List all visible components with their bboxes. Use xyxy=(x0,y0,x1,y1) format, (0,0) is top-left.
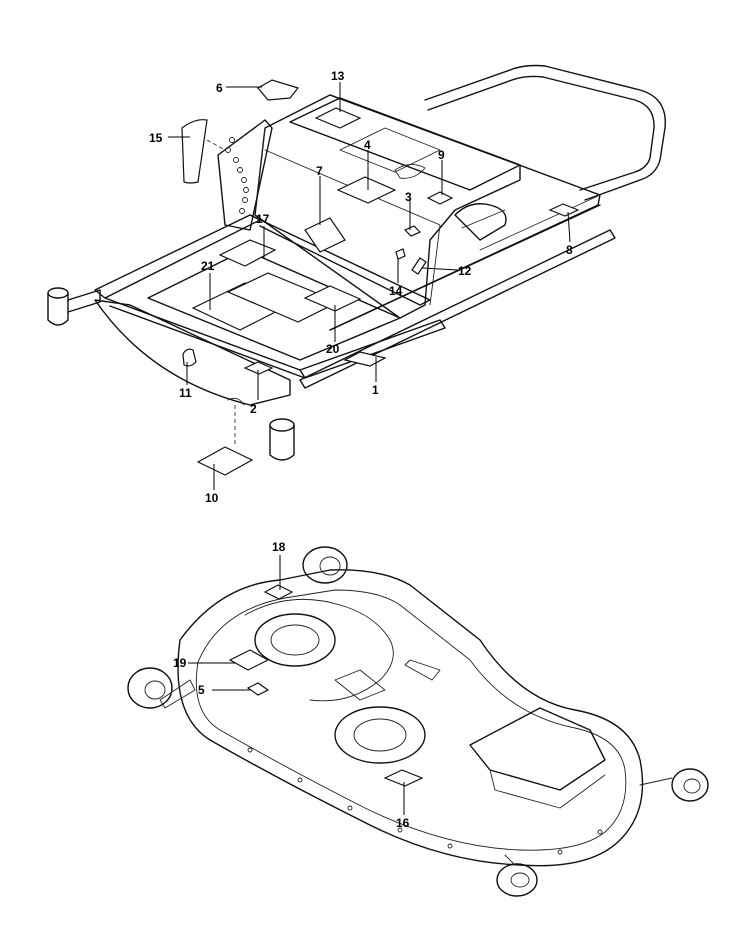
callout-6: 6 xyxy=(216,81,223,95)
callout-13: 13 xyxy=(331,69,345,83)
mower-deck xyxy=(127,546,709,897)
callout-5: 5 xyxy=(198,683,205,697)
callout-18: 18 xyxy=(272,540,286,554)
callout-1: 1 xyxy=(372,383,379,397)
callout-labels: 1 2 3 4 5 6 7 8 9 10 11 12 13 14 15 16 1… xyxy=(149,69,573,830)
callout-20: 20 xyxy=(326,342,340,356)
callout-10: 10 xyxy=(205,491,219,505)
callout-19: 19 xyxy=(173,656,187,670)
callout-9: 9 xyxy=(438,148,445,162)
callout-4: 4 xyxy=(364,138,371,152)
callout-8: 8 xyxy=(566,243,573,257)
callout-12: 12 xyxy=(458,264,472,278)
callout-3: 3 xyxy=(405,190,412,204)
callout-14: 14 xyxy=(389,284,403,298)
callout-leaders xyxy=(168,82,571,815)
callout-7: 7 xyxy=(316,164,323,178)
callout-2: 2 xyxy=(250,402,257,416)
callout-21: 21 xyxy=(201,259,215,273)
callout-11: 11 xyxy=(179,386,192,400)
callout-17: 17 xyxy=(256,212,270,226)
callout-16: 16 xyxy=(396,816,410,830)
chassis-frame xyxy=(47,64,666,476)
callout-15: 15 xyxy=(149,131,163,145)
